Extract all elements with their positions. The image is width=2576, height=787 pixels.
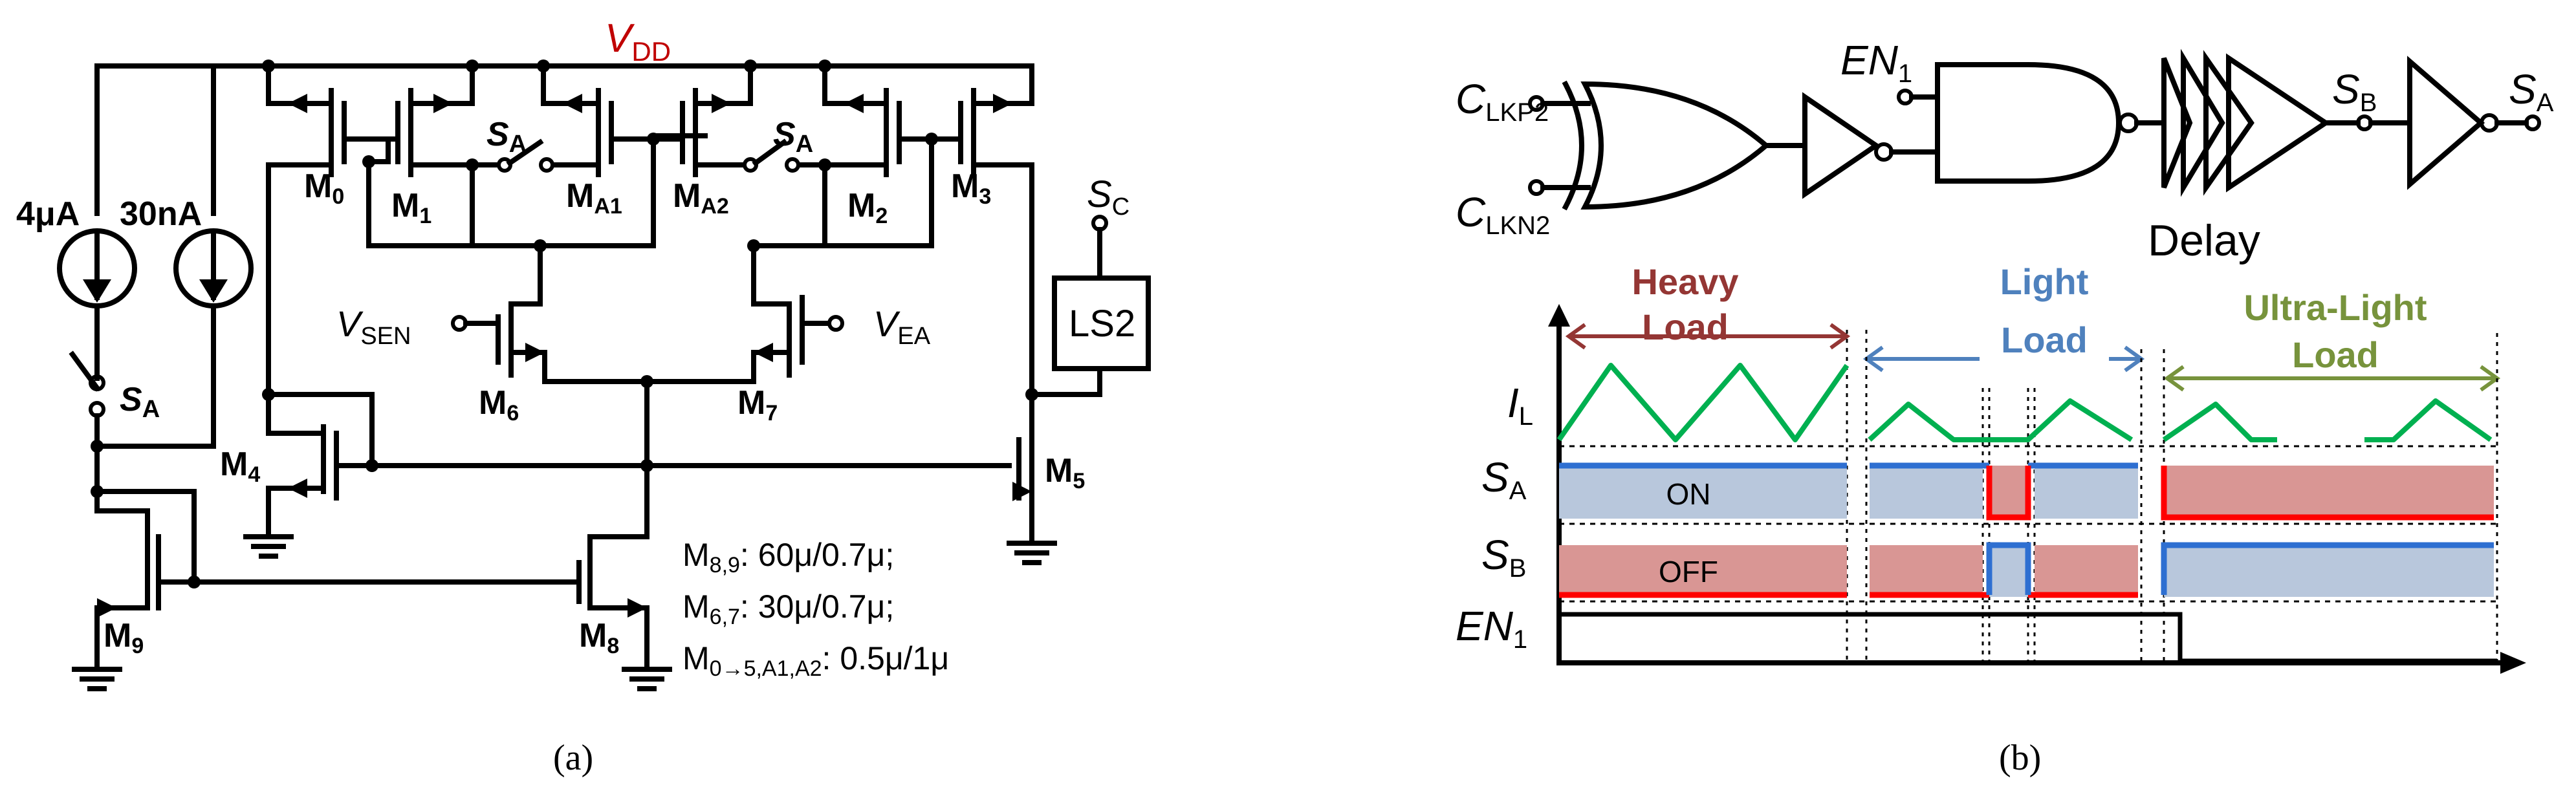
sc-label: SC [1087,173,1130,221]
delay-chain [2161,49,2361,197]
m6-label: M6 [479,384,519,426]
transistor-m4 [266,372,1012,517]
m2-label: M2 [847,187,888,228]
svg-text:Load: Load [1642,307,1729,347]
switch-sa-mid-left [470,138,601,173]
transistor-m3 [929,88,1034,397]
svg-text:Load: Load [2001,319,2088,360]
m8-label: M8 [579,617,619,658]
clkp2-label: CLKP2 [1456,76,1549,127]
xnor-gate [1528,80,1807,211]
sb-logic-label: SB [2332,66,2377,117]
sb-waveform: OFF [1559,542,2494,598]
sizing-m67: M6,7: 30μ/0.7μ; [682,588,894,629]
nand-gate [1897,62,2167,184]
sizing-m89: M8,9: 60μ/0.7μ; [682,537,894,577]
sa-logic-label: SA [2509,66,2554,117]
m1-label: M1 [391,187,431,228]
region-light: Light Load [1862,261,2145,372]
vsen-label: VSEN [336,303,411,350]
delay-label: Delay [2148,216,2260,265]
transistor-m9 [94,489,197,656]
caption-a: (a) [553,738,593,778]
vea-label: VEA [873,303,931,350]
tail-node [542,379,649,475]
vdd-label: VDD [605,16,671,67]
sb-signal-label: SB [1481,532,1526,583]
transistor-m5 [1012,392,1034,526]
svg-text:Heavy: Heavy [1632,261,1738,302]
sa-waveform: ON [1559,462,2494,521]
switch-sa-left [69,350,105,494]
switch-sa-mid-left-label: SA [486,116,527,158]
current-source-4ua [57,228,137,361]
ma2-label: MA2 [673,177,729,219]
transistor-m6 [451,243,547,384]
current-source-30na-label: 30nA [120,195,202,233]
ground-m8 [622,651,672,691]
en1-signal-label: EN1 [1456,603,1527,654]
ground-m4 [243,512,294,559]
m5-label: M5 [1045,452,1085,493]
en1-logic-label: EN1 [1840,37,1912,88]
m3-label: M3 [951,167,991,209]
svg-text:Load: Load [2292,334,2379,375]
ground-m9 [72,651,122,691]
sa-signal-label: SA [1481,454,1527,505]
transistor-m8 [576,469,649,656]
m4-label: M4 [220,446,260,487]
il-waveform [1556,363,2493,442]
node-left [366,133,708,248]
panel-a-circuit: VDD 4μA 30nA SA [16,16,1151,778]
sb-off-label: OFF [1659,555,1718,588]
transistor-ma1 [541,63,656,177]
svg-text:Light: Light [2000,261,2089,302]
panel-b: CLKP2 CLKN2 EN1 [1456,37,2554,778]
ma1-label: MA1 [566,177,622,219]
ls2-wire [1029,366,1102,397]
inverter-2 [2407,56,2541,190]
svg-text:Ultra-Light: Ultra-Light [2243,287,2427,328]
transistor-ma2 [651,63,753,177]
region-ultra-light: Ultra-Light Load [2163,287,2501,392]
m7-label: M7 [737,384,778,426]
switch-sa-left-label: SA [120,381,160,423]
en1-waveform [1559,612,2497,663]
transistor-m7 [751,243,844,384]
sa-on-label: ON [1666,477,1711,511]
sizing-m05: M0→5,A1,A2: 0.5μ/1μ [682,640,949,681]
ls2-label: LS2 [1069,303,1135,345]
region-heavy: Heavy Load [1565,261,1851,350]
ground-m5 [1007,521,1057,565]
current-source-4ua-label: 4μA [16,195,80,233]
m9-label: M9 [104,617,144,658]
caption-b: (b) [1999,738,2041,778]
current-source-30na [94,228,254,449]
switch-sa-mid-right-label: SA [773,116,813,158]
il-label: IL [1507,380,1533,431]
m0-label: M0 [304,167,344,209]
inverter-1 [1802,92,1940,199]
transistor-m0 [266,63,391,378]
clkn2-label: CLKN2 [1456,189,1550,240]
vdd-rail [94,63,1034,106]
